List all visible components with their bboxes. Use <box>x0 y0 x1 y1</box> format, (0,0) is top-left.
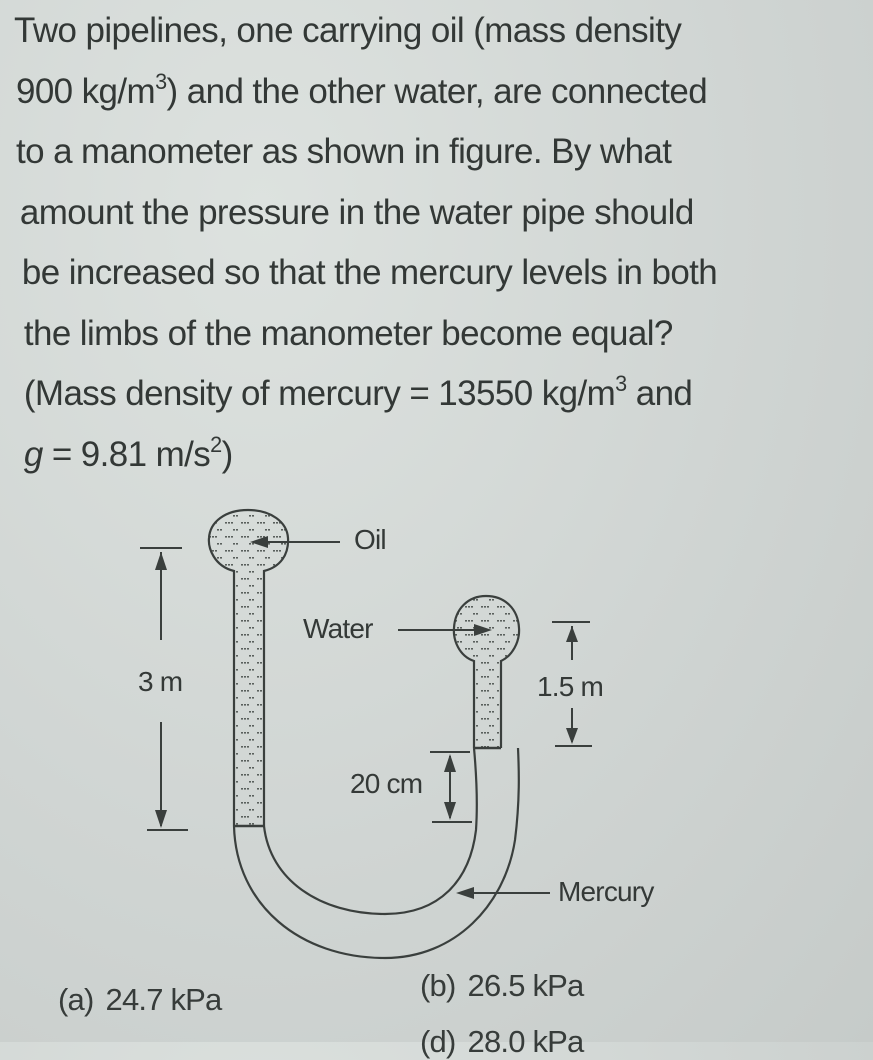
option-b: (b) 26.5 kPa <box>420 968 585 1004</box>
mercury-u-tube <box>232 747 520 960</box>
question-line-4: amount the pressure in the water pipe sh… <box>19 191 694 232</box>
option-b-key: (b) <box>420 968 456 1003</box>
question-line-3: to a manometer as shown in figure. By wh… <box>15 131 672 171</box>
question-line-8: g = 9.81 m/s2) <box>14 424 856 485</box>
superscript: 3 <box>615 371 627 396</box>
option-b-value: 26.5 kPa <box>467 968 585 1003</box>
option-d: (d)28.0 kPa <box>420 1024 584 1060</box>
question-line-1: Two pipelines, one carrying oil (mass de… <box>14 10 682 50</box>
oil-limb <box>207 508 290 828</box>
dimension-20cm <box>430 751 472 823</box>
option-a: (a) 24.7 kPa <box>58 982 223 1018</box>
dimension-1-5m <box>552 621 592 747</box>
water-arrow-icon <box>398 624 492 636</box>
mercury-label: Mercury <box>558 876 654 907</box>
water-label: Water <box>303 613 373 644</box>
question-line-8-rest: ) <box>221 433 234 474</box>
question-line-2-text: 900 kg/m <box>15 70 156 111</box>
superscript: 3 <box>155 68 167 94</box>
oil-label: Oil <box>354 524 387 555</box>
question-line-7-text: (Mass density of mercury = 13550 kg/m <box>23 373 616 413</box>
superscript: 2 <box>210 431 222 457</box>
mercury-difference-label: 20 cm <box>350 768 423 799</box>
question-line-2-rest: ) and the other water, are connected <box>166 70 708 111</box>
question-line-7: (Mass density of mercury = 13550 kg/m3 a… <box>14 363 856 424</box>
gravity-symbol: g <box>23 433 43 474</box>
mercury-arrow-icon <box>456 887 550 899</box>
dimension-3m <box>140 547 188 831</box>
oil-arrow-icon <box>250 536 340 548</box>
question-line-8-text: = 9.81 m/s <box>42 433 211 474</box>
question-line-7-rest: and <box>626 373 693 413</box>
option-a-key: (a) <box>58 982 94 1017</box>
right-height-label: 1.5 m <box>537 671 604 702</box>
question-line-5: be increased so that the mercury levels … <box>21 252 718 292</box>
question-text: Two pipelines, one carrying oil (mass de… <box>14 0 856 484</box>
question-line-2: 900 kg/m3) and the other water, are conn… <box>14 61 856 122</box>
water-limb <box>452 594 521 750</box>
left-height-label: 3 m <box>138 666 183 697</box>
question-line-6: the limbs of the manometer become equal? <box>23 312 673 353</box>
option-a-value: 24.7 kPa <box>105 982 223 1017</box>
